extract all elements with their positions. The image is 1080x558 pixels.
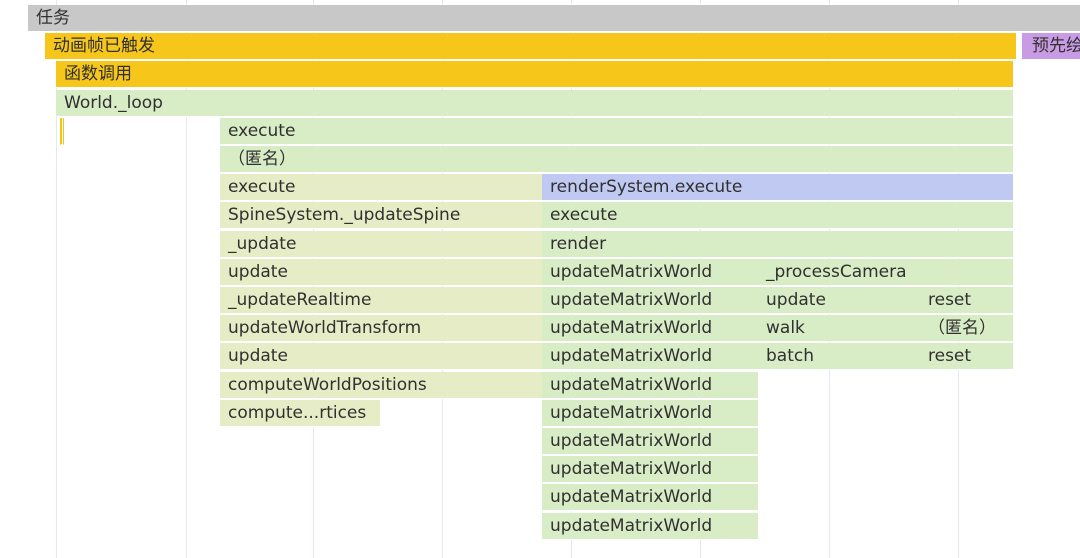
flame-bar-reset[interactable]: reset — [920, 287, 1013, 314]
flame-bar-updatematrixworld[interactable]: updateMatrixWorld — [542, 512, 758, 540]
grid-line — [56, 0, 57, 558]
flame-bar-update[interactable]: update — [220, 343, 542, 371]
flame-bar-updatematrixworld[interactable]: updateMatrixWorld — [542, 315, 758, 343]
flame-bar-updateworldtransform[interactable]: updateWorldTransform — [220, 315, 542, 343]
flame-bar-updatematrixworld[interactable]: updateMatrixWorld — [542, 258, 758, 286]
flame-bar-reset[interactable]: reset — [920, 343, 1013, 371]
flame-bar-updatematrixworld[interactable]: updateMatrixWorld — [542, 428, 758, 455]
flame-bar-update[interactable]: _update — [220, 230, 542, 258]
flame-bar-execute[interactable]: execute — [220, 174, 542, 202]
flame-bar-updatematrixworld[interactable]: updateMatrixWorld — [542, 287, 758, 314]
flame-bar-world-loop[interactable]: World._loop — [56, 89, 1013, 117]
flame-bar-batch[interactable]: batch — [758, 343, 920, 371]
flame-bar-updaterealtime[interactable]: _updateRealtime — [220, 287, 542, 314]
flame-bar-updatematrixworld[interactable]: updateMatrixWorld — [542, 456, 758, 484]
flame-bar[interactable]: 动画帧已触发 — [45, 33, 1016, 61]
flame-bar-processcamera[interactable]: _processCamera — [758, 258, 1013, 286]
flame-bar[interactable]: 函数调用 — [56, 61, 1013, 89]
flame-bar-walk[interactable]: walk — [758, 315, 920, 343]
flame-bar-execute[interactable]: execute — [220, 117, 1013, 145]
grid-line — [186, 0, 187, 558]
flame-bar[interactable]: （匿名） — [920, 315, 1013, 343]
flame-bar-updatematrixworld[interactable]: updateMatrixWorld — [542, 343, 758, 371]
flame-bar-updatematrixworld[interactable]: updateMatrixWorld — [542, 484, 758, 512]
flame-bar-updatematrixworld[interactable]: updateMatrixWorld — [542, 371, 758, 399]
flame-bar-spinesystem-updatespine[interactable]: SpineSystem._updateSpine — [220, 202, 542, 230]
flame-bar[interactable]: （匿名） — [220, 146, 1013, 173]
flame-bar-update[interactable]: update — [758, 287, 920, 314]
flame-bar[interactable] — [60, 117, 64, 145]
flame-bar-render[interactable]: render — [542, 230, 1013, 258]
flame-bar-execute[interactable]: execute — [542, 202, 1013, 230]
flame-bar-update[interactable]: update — [220, 258, 542, 286]
flame-bar-updatematrixworld[interactable]: updateMatrixWorld — [542, 399, 758, 427]
flame-bar[interactable]: 预先绘 — [1022, 33, 1080, 61]
flame-bar-rendersystem-execute[interactable]: renderSystem.execute — [542, 174, 1013, 202]
flame-bar[interactable]: 任务 — [28, 5, 1080, 32]
flame-bar-compute-rtices[interactable]: compute...rtices — [220, 399, 380, 427]
flame-bar-computeworldpositions[interactable]: computeWorldPositions — [220, 371, 542, 399]
